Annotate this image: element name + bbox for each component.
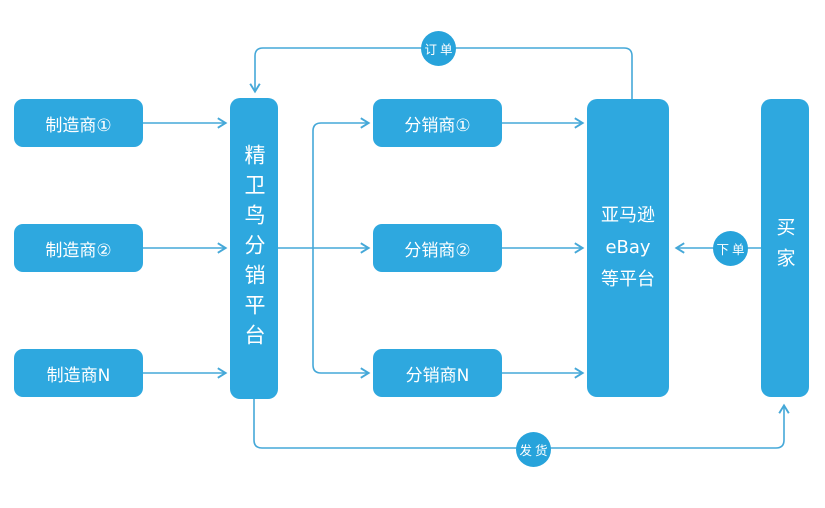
buyer-label: 买家: [773, 217, 796, 279]
platform-to-distributor1-arrow: [312, 117, 371, 248]
manufacturer-1-node: 制造商①: [14, 99, 143, 147]
distributor-2-node: 分销商②: [373, 224, 502, 272]
platform-node: 精卫鸟分销平台: [230, 98, 278, 399]
marketplace-node: 亚马逊 eBay 等平台: [587, 99, 669, 397]
ship-label-badge: 发货: [516, 432, 551, 467]
platform-label: 精卫鸟分销平台: [242, 143, 266, 354]
order-label-badge: 订单: [421, 31, 456, 66]
platform-to-distributorN-arrow: [312, 248, 371, 379]
marketplace-line-3: 等平台: [601, 269, 655, 290]
buyer-node: 买家: [761, 99, 809, 397]
marketplace-line-2: eBay: [605, 237, 651, 258]
distributor-n-node: 分销商N: [373, 349, 502, 397]
distributor-1-node: 分销商①: [373, 99, 502, 147]
place-order-label-badge: 下单: [713, 231, 748, 266]
marketplace-line-1: 亚马逊: [601, 205, 655, 226]
manufacturer-2-node: 制造商②: [14, 224, 143, 272]
manufacturer-n-node: 制造商N: [14, 349, 143, 397]
